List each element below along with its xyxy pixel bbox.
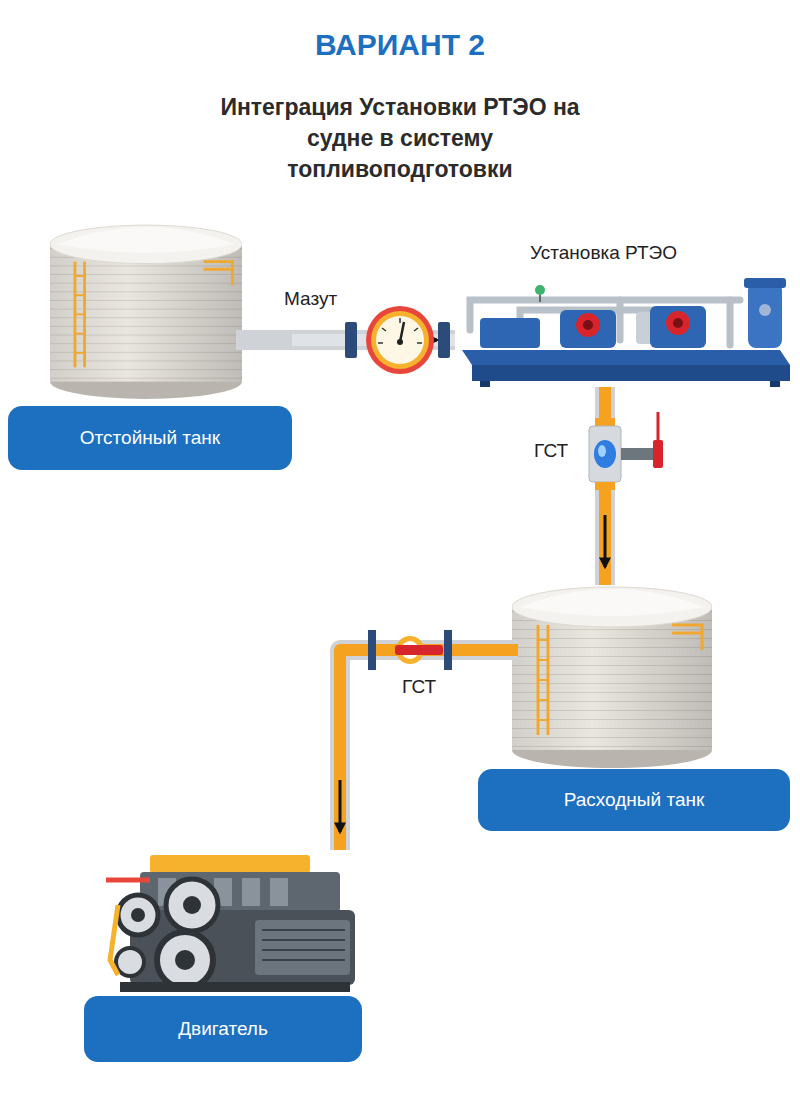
edge-label: Мазут [282,288,339,310]
equipment-label: Установка РТЭО [530,242,677,264]
pipe-stub [236,330,292,350]
node-box: Расходный танк [478,585,790,831]
diagram-caption: Интеграция Установки РТЭО на судне в сис… [200,92,600,185]
label-box: Двигатель [84,996,362,1062]
rteo-unit-drawing [462,278,790,387]
pipe-connector [340,650,478,850]
ball-valve [368,630,452,670]
tank-drawing [50,225,242,399]
label-box: Расходный танк [478,769,790,831]
pipe-stub [478,640,518,660]
label-box: Отстойный танк [8,406,292,470]
tank-drawing [512,587,712,768]
edge-label: ГСТ [400,676,438,698]
flow-arrow [604,515,607,567]
pressure-gauge [345,306,450,374]
node-box: Отстойный танк [8,222,292,470]
pipe-stub [478,644,518,656]
node-box: Двигатель [84,850,362,1062]
node-box: Установка РТЭО [455,240,792,387]
engine-drawing [106,855,355,992]
edge-label: ГСТ [532,440,570,462]
diagram-title: ВАРИАНТ 2 [0,28,800,62]
gate-valve [589,412,663,490]
flow-arrow [339,780,342,832]
